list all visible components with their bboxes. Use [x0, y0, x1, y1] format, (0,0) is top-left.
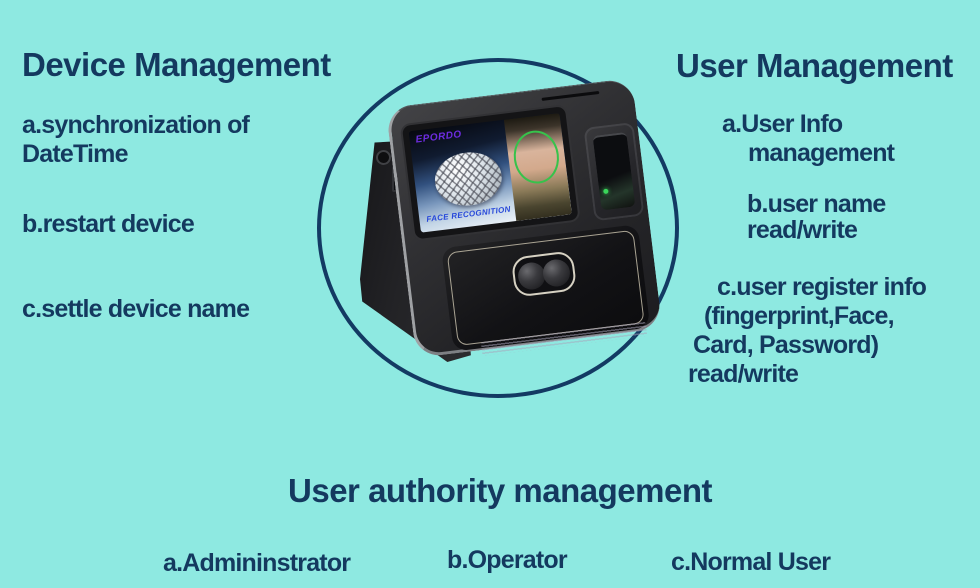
fingerprint-led [603, 188, 609, 195]
feature-line: (fingerprint,Face, [704, 302, 895, 330]
feature-line: a.User Info [722, 110, 843, 138]
device-front-panel: EPORDO FACE RECOGNITION [385, 77, 663, 359]
feature-line: b.restart device [22, 210, 195, 238]
feature-line: a.synchronization of [22, 111, 250, 139]
biometric-device-illustration: EPORDO FACE RECOGNITION [348, 77, 670, 380]
globe-graphic [431, 148, 505, 209]
feature-line: management [748, 139, 895, 167]
authority-item-administrator: a.Admininstrator [163, 549, 351, 577]
user-management-item-b: b.user name read/write [747, 190, 886, 244]
feature-line: read/write [688, 360, 799, 388]
device-screen-bezel: EPORDO FACE RECOGNITION [401, 106, 579, 240]
authority-item-normal-user: c.Normal User [671, 548, 831, 576]
circle-frame [317, 58, 679, 398]
user-management-title: User Management [676, 47, 953, 84]
fingerprint-window [592, 131, 636, 211]
authority-item-operator: b.Operator [447, 546, 568, 574]
user-management-item-a: a.User Info management [722, 110, 895, 168]
device-management-item-c: c.settle device name [22, 295, 250, 324]
device-management-title: Device Management [22, 46, 331, 83]
feature-line: read/write [747, 216, 858, 244]
feature-line: DateTime [22, 140, 128, 168]
feature-line: c.settle device name [22, 295, 250, 323]
feature-line: c.user register info [717, 273, 927, 301]
device-screen: EPORDO FACE RECOGNITION [408, 112, 572, 233]
device-side-button [376, 150, 391, 165]
face-preview [503, 112, 572, 221]
face-detect-ring [510, 127, 563, 186]
face-recognition-caption: FACE RECOGNITION [425, 204, 512, 224]
camera-lens-pill [510, 250, 578, 298]
device-management-item-a: a.synchronization of DateTime [22, 111, 250, 169]
device-management-item-b: b.restart device [22, 210, 195, 239]
feature-line: b.user name [747, 190, 886, 218]
camera-lens-left [516, 260, 547, 291]
user-authority-title: User authority management [288, 472, 712, 509]
feature-line: Card, Password) [693, 331, 879, 359]
user-management-item-c: c.user register info (fingerprint,Face, … [688, 273, 927, 389]
brand-logo-text: EPORDO [415, 129, 463, 146]
camera-lens-right [541, 257, 572, 288]
